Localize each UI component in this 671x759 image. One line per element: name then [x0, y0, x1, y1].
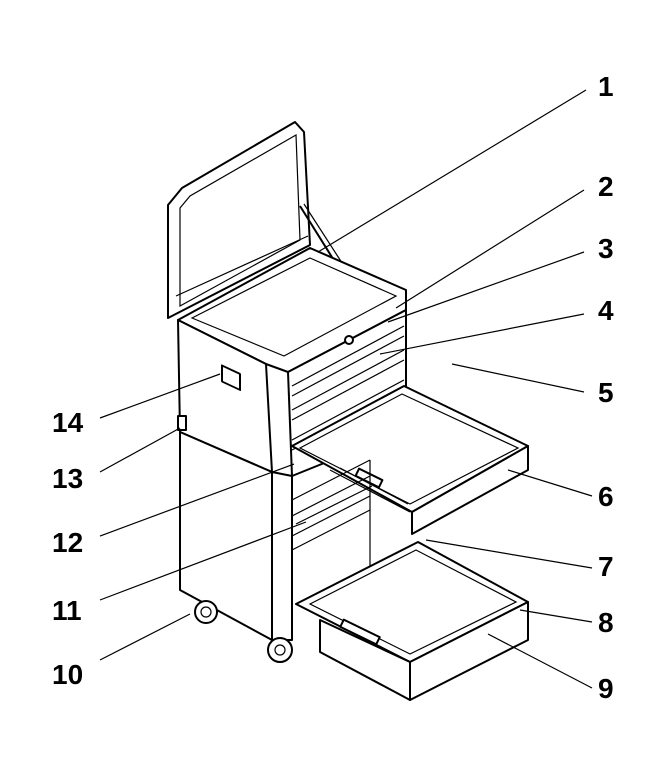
bottom-cabinet — [177, 415, 373, 641]
callout-4: 4 — [598, 295, 614, 326]
callout-8: 8 — [598, 607, 614, 638]
open-drawer-lower — [295, 541, 529, 701]
callout-3: 3 — [598, 233, 614, 264]
callout-10: 10 — [52, 659, 83, 690]
lid — [167, 121, 311, 319]
callout-12: 12 — [52, 527, 83, 558]
callout-1: 1 — [598, 71, 614, 102]
callout-labels: 1 2 3 4 5 6 7 8 9 10 11 12 13 14 — [52, 71, 614, 704]
callout-7: 7 — [598, 551, 614, 582]
callout-11: 11 — [52, 595, 82, 626]
callout-6: 6 — [598, 481, 614, 512]
callout-13: 13 — [52, 463, 83, 494]
callout-9: 9 — [598, 673, 614, 704]
casters — [194, 600, 293, 663]
callout-2: 2 — [598, 171, 614, 202]
callout-14: 14 — [52, 407, 84, 438]
leader-lines — [99, 89, 593, 689]
open-drawer-upper — [291, 385, 529, 535]
callout-5: 5 — [598, 377, 614, 408]
